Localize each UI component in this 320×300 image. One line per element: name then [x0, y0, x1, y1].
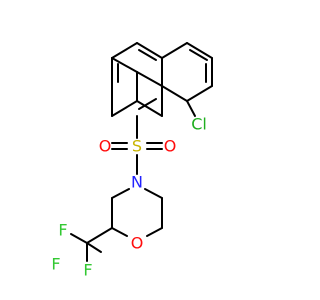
bond	[136, 100, 163, 117]
double-bond	[138, 49, 157, 61]
bond	[86, 242, 102, 253]
bond	[136, 71, 163, 87]
nitrogen-atom-label: N	[131, 173, 143, 192]
bond	[161, 42, 188, 59]
bond	[186, 42, 213, 59]
bond	[70, 233, 88, 244]
bond	[86, 227, 113, 244]
fluorine-left-label: F	[51, 255, 60, 274]
molecule-structure: Cl S O O N O F F F	[51, 42, 213, 280]
double-bond	[189, 49, 208, 61]
sulfur-atom-label: S	[132, 137, 142, 156]
fluorine-top-label: F	[58, 221, 67, 240]
bond	[111, 188, 130, 199]
chlorine-atom-label: Cl	[191, 115, 207, 134]
bond	[111, 42, 138, 59]
bond	[161, 85, 188, 102]
bond	[186, 100, 196, 117]
fluorine-bottom-label: F	[83, 261, 92, 280]
bond	[186, 85, 213, 102]
double-bond	[138, 98, 157, 110]
sulfonyl-oxygen-right-label: O	[164, 137, 177, 156]
bond	[111, 100, 138, 117]
bond	[111, 57, 138, 73]
bond	[111, 227, 128, 237]
bond	[136, 42, 163, 59]
bond	[144, 188, 163, 199]
ring-oxygen-atom-label: O	[131, 234, 144, 253]
bond	[146, 227, 163, 237]
sulfonyl-oxygen-left-label: O	[99, 137, 112, 156]
